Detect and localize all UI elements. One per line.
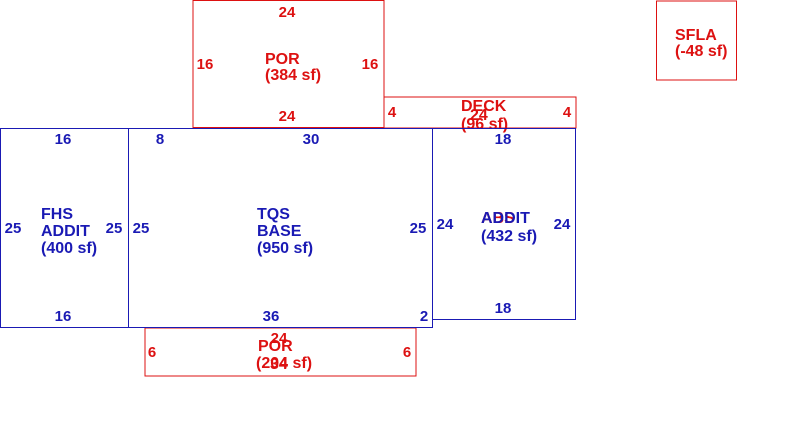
por-bottom-dim-left: 6 xyxy=(148,344,156,361)
tqs-base-dim-right: 25 xyxy=(410,220,427,237)
por-bottom-label: POR xyxy=(258,338,293,355)
por-top-label: POR xyxy=(265,51,300,68)
fhs-addit-label-1: FHS xyxy=(41,206,73,223)
addit-area: (432 sf) xyxy=(481,228,537,245)
fhs-addit-dim-right: 25 xyxy=(106,220,123,237)
por-top-dim-top: 24 xyxy=(279,4,296,21)
addit-overlap-code: ABS xyxy=(481,210,515,227)
por-top-dim-left: 16 xyxy=(197,56,214,73)
sfla-outline xyxy=(656,0,737,81)
tqs-base-label-1: TQS xyxy=(257,206,290,223)
deck-label: DECK xyxy=(461,98,507,115)
fhs-addit-dim-top: 16 xyxy=(55,131,72,148)
por-top-outline xyxy=(192,0,385,128)
por-bottom-dim-right: 6 xyxy=(403,344,411,361)
addit-dim-left: 24 xyxy=(437,216,454,233)
tqs-base-dim-top: 30 xyxy=(303,131,320,148)
fhs-addit-label-2: ADDIT xyxy=(41,223,90,240)
addit-dim-bottom: 18 xyxy=(495,300,512,317)
deck-dim-left: 4 xyxy=(388,104,397,121)
por-top-dim-bottom: 24 xyxy=(279,108,296,125)
addit-label: ADDIT xyxy=(481,210,530,227)
fhs-addit-dim-left: 25 xyxy=(5,220,22,237)
sfla-area: (-48 sf) xyxy=(675,43,727,60)
blue-areas: 16 25 25 16 FHS ADDIT (400 sf) 8 30 25 2… xyxy=(0,128,576,328)
addit-dim-top: 18 xyxy=(495,131,512,148)
por-bottom-area: (204 sf) xyxy=(256,355,312,372)
addit-dim-right: 24 xyxy=(554,216,571,233)
tqs-base-area: (950 sf) xyxy=(257,240,313,257)
por-top-dim-right: 16 xyxy=(362,56,379,73)
deck-dim-right: 4 xyxy=(563,104,572,121)
tqs-base-dim-bottom: 36 xyxy=(263,308,280,325)
tqs-base-dim-left: 25 xyxy=(133,220,150,237)
addit-outline xyxy=(432,128,576,320)
por-top-area: (384 sf) xyxy=(265,67,321,84)
tqs-base-label-2: BASE xyxy=(257,223,302,240)
por-bottom-dim-top: 24 xyxy=(271,330,288,347)
sfla-label: SFLA xyxy=(675,27,717,44)
deck-overlap-code: 24 xyxy=(470,107,488,124)
por-bottom-overlap-dim: 34 xyxy=(270,356,288,373)
fhs-addit-area: (400 sf) xyxy=(41,240,97,257)
tqs-base-dim-bottom-right: 2 xyxy=(420,308,428,325)
tqs-base-dim-top-left: 8 xyxy=(156,131,164,148)
fhs-addit-dim-bottom: 16 xyxy=(55,308,72,325)
